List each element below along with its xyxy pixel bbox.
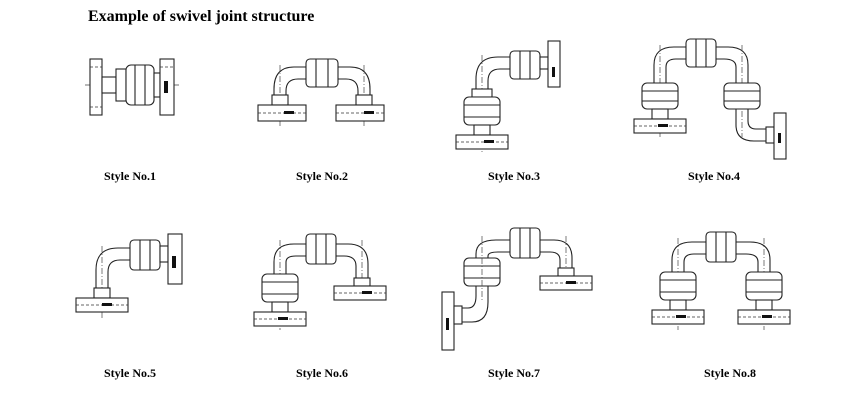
swivel-joint-style-4-diagram [633,38,787,160]
swivel-joint-style-3-diagram [455,40,561,153]
style-1-figure: Style No.1 [30,45,230,225]
style-7-label: Style No.7 [488,366,540,380]
style-2-label: Style No.2 [296,169,348,183]
style-3-label: Style No.3 [488,169,540,183]
style-6-label: Style No.6 [296,366,348,380]
page-title: Example of swivel joint structure [88,8,315,25]
style-4-figure: Style No.4 [614,38,814,225]
style-5-figure: Style No.5 [30,233,230,420]
style-6-figure: Style No.6 [222,233,422,420]
style-1-label: Style No.1 [104,169,156,183]
swivel-joint-style-8-diagram [651,231,791,330]
style-7-figure: Style No.7 [414,227,614,420]
style-5-label: Style No.5 [104,366,156,380]
swivel-joint-style-1-diagram [85,58,180,116]
style-3-figure: Style No.3 [414,40,614,225]
style-8-figure: Style No.8 [630,231,830,420]
swivel-joint-style-5-diagram [75,233,183,320]
swivel-joint-style-6-diagram [253,233,387,330]
style-2-figure: Style No.2 [222,45,422,225]
swivel-joint-style-7-diagram [441,227,593,351]
style-4-label: Style No.4 [688,169,740,183]
style-8-label: Style No.8 [704,366,756,380]
swivel-joint-style-2-diagram [257,58,385,127]
